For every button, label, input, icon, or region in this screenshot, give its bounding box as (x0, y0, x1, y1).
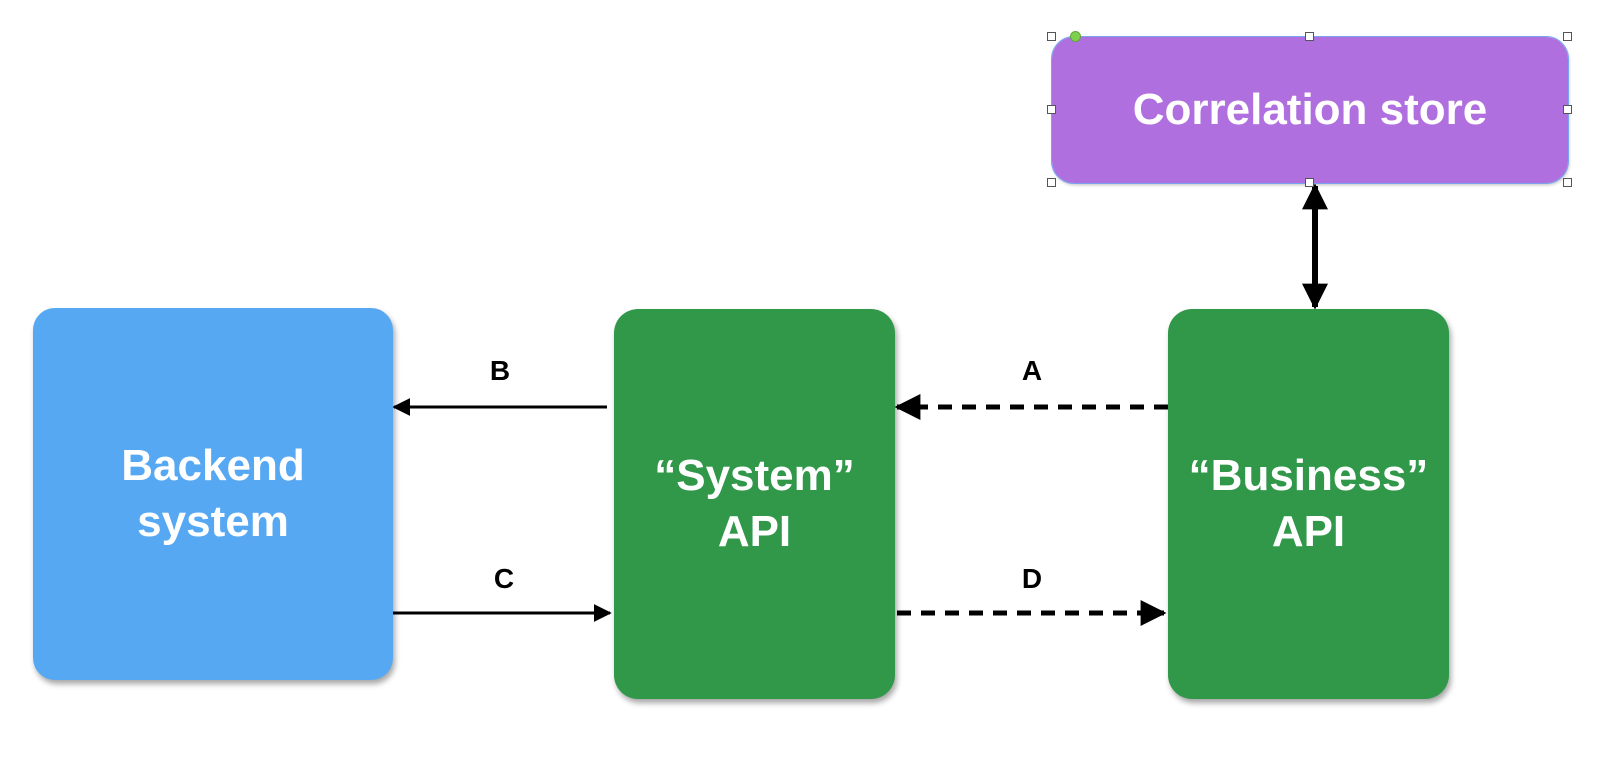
resize-handle-bottom-right[interactable] (1563, 178, 1572, 187)
resize-handle-bottom-center[interactable] (1305, 178, 1314, 187)
resize-handle-top-center[interactable] (1305, 32, 1314, 41)
resize-handle-middle-right[interactable] (1563, 105, 1572, 114)
correlation-store-node[interactable]: Correlation store (1051, 36, 1569, 184)
edge-c-label: C (493, 563, 515, 594)
system-api-label: “System” API (654, 451, 855, 556)
resize-handle-top-right[interactable] (1563, 32, 1572, 41)
edge-d-label: D (1021, 563, 1043, 594)
edge-b-label: B (489, 355, 511, 386)
resize-handle-top-left[interactable] (1047, 32, 1056, 41)
resize-handle-bottom-left[interactable] (1047, 178, 1056, 187)
system-api-node[interactable]: “System” API (614, 309, 895, 699)
backend-system-label: Backend system (121, 441, 305, 546)
business-api-label: “Business” API (1188, 451, 1429, 556)
corner-radius-handle[interactable] (1070, 31, 1081, 42)
correlation-store-label: Correlation store (1132, 85, 1488, 134)
edge-a-label: A (1021, 355, 1043, 386)
resize-handle-middle-left[interactable] (1047, 105, 1056, 114)
backend-system-node[interactable]: Backend system (33, 308, 393, 680)
business-api-node[interactable]: “Business” API (1168, 309, 1449, 699)
